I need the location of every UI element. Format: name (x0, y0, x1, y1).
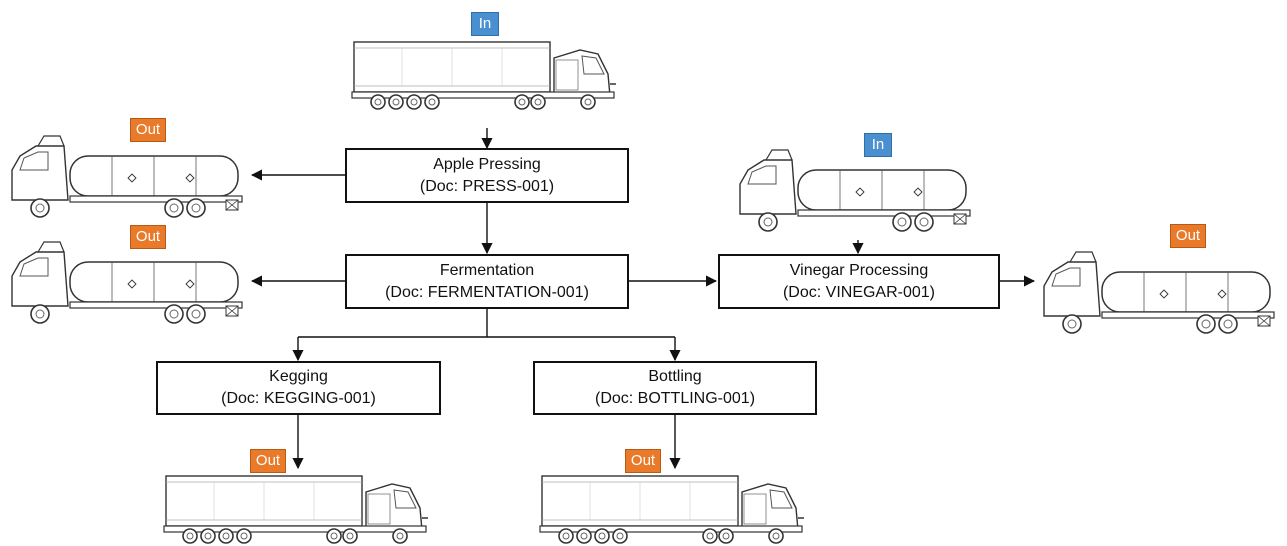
out-badge: Out (625, 449, 661, 473)
box-truck-icon (352, 42, 616, 109)
box-truck-icon (164, 476, 428, 543)
out-badge: Out (130, 118, 166, 142)
process-doc: (Doc: PRESS-001) (420, 176, 554, 198)
out-badge: Out (250, 449, 286, 473)
process-doc: (Doc: KEGGING-001) (221, 388, 376, 410)
box-truck-icon (540, 476, 804, 543)
process-doc: (Doc: BOTTLING-001) (595, 388, 755, 410)
process-box-fermentation: Fermentation (Doc: FERMENTATION-001) (345, 254, 629, 309)
process-box-apple-pressing: Apple Pressing (Doc: PRESS-001) (345, 148, 629, 203)
process-title: Fermentation (440, 260, 534, 282)
process-doc: (Doc: VINEGAR-001) (783, 282, 935, 304)
out-badge: Out (130, 225, 166, 249)
process-box-bottling: Bottling (Doc: BOTTLING-001) (533, 361, 817, 415)
process-title: Vinegar Processing (790, 260, 928, 282)
process-doc: (Doc: FERMENTATION-001) (385, 282, 589, 304)
tanker-truck-icon (12, 242, 242, 323)
tanker-truck-icon (1044, 252, 1274, 333)
tanker-truck-icon (12, 136, 242, 217)
process-box-vinegar-processing: Vinegar Processing (Doc: VINEGAR-001) (718, 254, 1000, 309)
in-badge: In (471, 12, 499, 36)
process-title: Bottling (648, 366, 701, 388)
process-box-kegging: Kegging (Doc: KEGGING-001) (156, 361, 441, 415)
process-title: Apple Pressing (433, 154, 541, 176)
out-badge: Out (1170, 224, 1206, 248)
process-title: Kegging (269, 366, 328, 388)
tanker-truck-icon (740, 150, 970, 231)
split-connector (298, 309, 675, 337)
in-badge: In (864, 133, 892, 157)
